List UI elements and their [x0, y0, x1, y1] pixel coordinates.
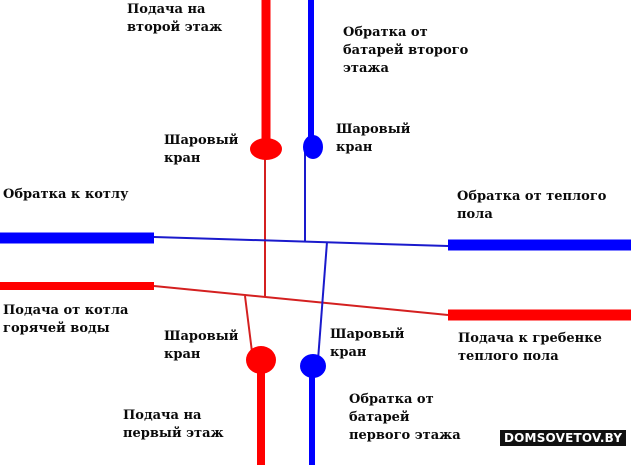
label-line: кран: [164, 151, 201, 166]
label-line: Обратка от теплого: [457, 189, 607, 204]
label-line: Шаровый: [330, 327, 405, 342]
link-supply-main: [153, 285, 449, 316]
label-line: Обратка к котлу: [3, 187, 129, 202]
ball-valve-top-right-icon: [303, 135, 323, 159]
label-supply-from-boiler: Подача от котла горячей воды: [3, 302, 128, 338]
label-line: Обратка от: [349, 392, 434, 407]
label-line: этажа: [343, 61, 389, 76]
link-return-bottom-riser: [317, 241, 328, 361]
ball-valve-bottom-right-icon: [300, 354, 326, 378]
label-line: Подача от котла: [3, 303, 129, 318]
label-line: горячей воды: [3, 321, 110, 336]
label-line: Шаровый: [164, 329, 239, 344]
ball-valve-bottom-left-icon: [246, 346, 276, 374]
label-line: кран: [330, 345, 367, 360]
label-line: Подача на: [123, 408, 202, 423]
label-line: кран: [164, 347, 201, 362]
label-line: кран: [336, 140, 373, 155]
label-line: первый этаж: [123, 426, 224, 441]
link-supply-bottom-riser: [244, 295, 253, 353]
label-line: Подача к гребенке: [458, 331, 602, 346]
label-line: первого этажа: [349, 428, 461, 443]
label-line: Подача на: [127, 2, 206, 17]
label-line: батарей второго: [343, 43, 469, 58]
link-return-main: [153, 236, 449, 247]
label-supply-to-manifold: Подача к гребенке теплого пола: [458, 330, 602, 366]
ball-valve-top-left-icon: [250, 138, 282, 160]
label-line: теплого пола: [458, 349, 559, 364]
label-line: Шаровый: [336, 122, 411, 137]
label-supply-second-floor: Подача на второй этаж: [127, 1, 222, 37]
label-return-second-floor: Обратка от батарей второго этажа: [343, 24, 468, 78]
label-line: Шаровый: [164, 133, 239, 148]
label-return-underfloor: Обратка от теплого пола: [457, 188, 606, 224]
label-supply-first-floor: Подача на первый этаж: [123, 407, 224, 443]
label-line: пола: [457, 207, 493, 222]
label-line: второй этаж: [127, 20, 223, 35]
label-ball-valve-bottom-right: Шаровый кран: [330, 326, 404, 362]
label-ball-valve-top-right: Шаровый кран: [336, 121, 410, 157]
label-line: батарей: [349, 410, 410, 425]
label-ball-valve-bottom-left: Шаровый кран: [164, 328, 238, 364]
label-line: Обратка от: [343, 25, 428, 40]
label-return-first-floor: Обратка от батарей первого этажа: [349, 391, 461, 445]
label-ball-valve-top-left: Шаровый кран: [164, 132, 238, 168]
label-return-to-boiler: Обратка к котлу: [3, 186, 128, 204]
watermark-logo: DOMSOVETOV.BY: [500, 430, 627, 446]
